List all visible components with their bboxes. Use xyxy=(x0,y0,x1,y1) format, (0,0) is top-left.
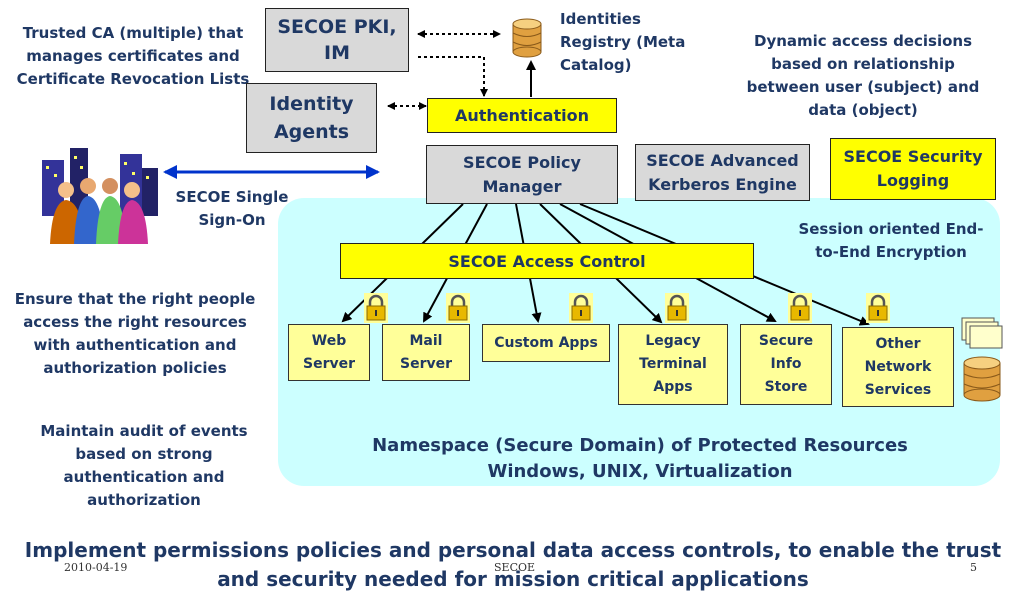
lock-icon xyxy=(665,293,689,323)
access-control-bar: SECOE Access Control xyxy=(340,243,754,279)
resource-other-network-services: Other Network Services xyxy=(842,327,954,407)
security-logging-box: SECOE Security Logging xyxy=(830,138,996,200)
resource-web-server: Web Server xyxy=(288,324,370,381)
resource-custom-apps: Custom Apps xyxy=(482,324,610,362)
resource-secure-info-store: Secure Info Store xyxy=(740,324,832,405)
resource-legacy-terminal-apps: Legacy Terminal Apps xyxy=(618,324,728,405)
dynamic-access-note: Dynamic access decisions based on relati… xyxy=(746,32,980,119)
footer-date: 2010-04-19 xyxy=(64,561,128,574)
resource-mail-server: Mail Server xyxy=(382,324,470,381)
identity-agents-box: Identity Agents xyxy=(246,83,377,153)
lock-icon xyxy=(364,293,388,323)
namespace-title: Namespace (Secure Domain) of Protected R… xyxy=(372,435,908,456)
headline: Implement permissions policies and perso… xyxy=(24,538,1002,591)
pki-auth-link xyxy=(418,56,488,97)
single-signon-label: SECOE Single Sign-On xyxy=(175,188,289,229)
ensure-right-note: Ensure that the right people access the … xyxy=(14,290,256,377)
lock-icon xyxy=(866,293,890,323)
pki-box: SECOE PKI, IM xyxy=(265,8,409,72)
trusted-ca-note: Trusted CA (multiple) that manages certi… xyxy=(16,24,250,88)
database-icon xyxy=(512,18,542,58)
namespace-platforms: Windows, UNIX, Virtualization xyxy=(487,461,793,482)
lock-icon xyxy=(788,293,812,323)
documents-icon xyxy=(961,317,1003,349)
footer-page-number: 5 xyxy=(970,561,977,574)
identities-registry-label: Identities Registry (Meta Catalog) xyxy=(560,10,686,74)
authentication-box: Authentication xyxy=(427,98,617,133)
database-icon xyxy=(963,356,1001,402)
policy-manager-box: SECOE Policy Manager xyxy=(426,145,618,204)
maintain-audit-note: Maintain audit of events based on strong… xyxy=(40,422,248,509)
kerberos-box: SECOE Advanced Kerberos Engine xyxy=(635,144,810,201)
session-encryption-note: Session oriented End-to-End Encryption xyxy=(798,220,984,261)
lock-icon xyxy=(569,293,593,323)
footer-org: SECOE xyxy=(494,561,536,574)
users-illustration xyxy=(42,148,158,244)
lock-icon xyxy=(446,293,470,323)
